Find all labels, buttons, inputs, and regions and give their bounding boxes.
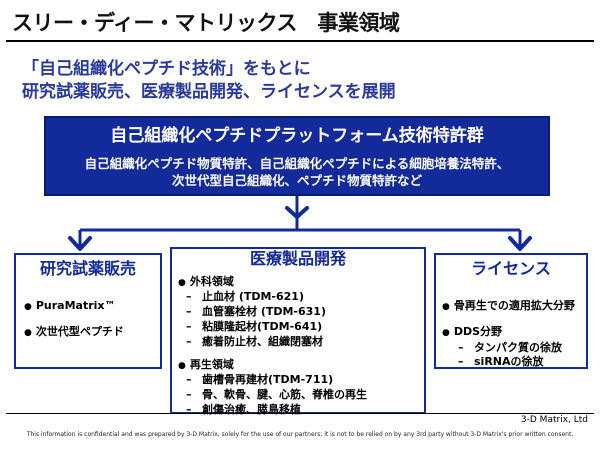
- license-dds-subitem: –タンパク質の徐放: [458, 341, 562, 354]
- license-box: ライセンス ●骨再生での適用拡大分野 ●DDS分野 –タンパク質の徐放 –siR…: [434, 253, 588, 369]
- research-reagent-box: 研究試薬販売 ●PuraMatrix™ ●次世代型ペプチド: [14, 253, 162, 369]
- subtitle-line-1: 「自己組織化ペプチド技術」をもとに: [22, 59, 311, 79]
- medical-regenerative-item: –歯槽骨再建材(TDM-711): [186, 373, 334, 386]
- bullet-icon: ●: [178, 361, 186, 371]
- arrow-left-head: [68, 236, 92, 251]
- arrow-right-head: [508, 236, 532, 251]
- platform-description: 自己組織化ペプチド物質特許、自己組織化ペプチドによる細胞培養法特許、 次世代型自…: [46, 155, 548, 189]
- medical-heading: 医療製品開発: [249, 249, 346, 268]
- medical-surgical-item: –癒着防止材、組織閉塞材: [186, 335, 323, 348]
- research-item-next-gen-peptide: ●次世代型ペプチド: [24, 325, 124, 338]
- subtitle: 「自己組織化ペプチド技術」をもとに 研究試薬販売、医療製品開発、ライセンスを展開: [22, 58, 582, 104]
- page-title: スリー・ディー・マトリックス 事業領域: [12, 11, 400, 35]
- subtitle-line-2: 研究試薬販売、医療製品開発、ライセンスを展開: [22, 82, 396, 102]
- medical-surgical-item: –血管塞栓材 (TDM-631): [186, 305, 326, 318]
- license-heading: ライセンス: [471, 259, 551, 278]
- license-item-bone-regeneration: ●骨再生での適用拡大分野: [442, 299, 575, 312]
- license-dds-subitem: –siRNAの徐放: [458, 355, 544, 368]
- bullet-icon: ●: [442, 302, 450, 312]
- footer-confidentiality-note: This information is confidential and was…: [26, 431, 574, 438]
- platform-line-1: 自己組織化ペプチド物質特許、自己組織化ペプチドによる細胞培養法特許、: [84, 156, 510, 171]
- medical-surgical-item: –止血材 (TDM-621): [186, 290, 304, 303]
- license-item-dds: ●DDS分野: [442, 325, 503, 338]
- bullet-icon: ●: [24, 302, 32, 312]
- medical-product-box: 医療製品開発 ●外科領域 –止血材 (TDM-621) –血管塞栓材 (TDM-…: [170, 247, 426, 416]
- medical-regenerative-item: –創傷治癒、膵島移植: [186, 403, 301, 416]
- arrow-center-head: [285, 206, 309, 219]
- title-divider: [6, 40, 594, 42]
- medical-group-regenerative: ●再生領域: [178, 358, 234, 371]
- bullet-icon: ●: [442, 328, 450, 338]
- bullet-icon: ●: [178, 278, 186, 288]
- footer-divider: [6, 413, 594, 414]
- medical-surgical-item: –粘膜隆起材(TDM-641): [186, 320, 323, 333]
- bullet-icon: ●: [24, 328, 32, 338]
- footer-company: 3-D Matrix, Ltd: [520, 415, 588, 425]
- medical-regenerative-item: –骨、軟骨、腱、心筋、脊椎の再生: [186, 388, 367, 401]
- platform-technology-box: 自己組織化ペプチドプラットフォーム技術特許群 自己組織化ペプチド物質特許、自己組…: [44, 116, 550, 196]
- platform-heading: 自己組織化ペプチドプラットフォーム技術特許群: [110, 126, 484, 146]
- medical-group-surgical: ●外科領域: [178, 275, 234, 288]
- platform-line-2: 次世代型自己組織化、ペプチド物質特許など: [171, 173, 422, 188]
- research-heading: 研究試薬販売: [39, 259, 136, 278]
- research-item-puramatrix: ●PuraMatrix™: [24, 299, 116, 312]
